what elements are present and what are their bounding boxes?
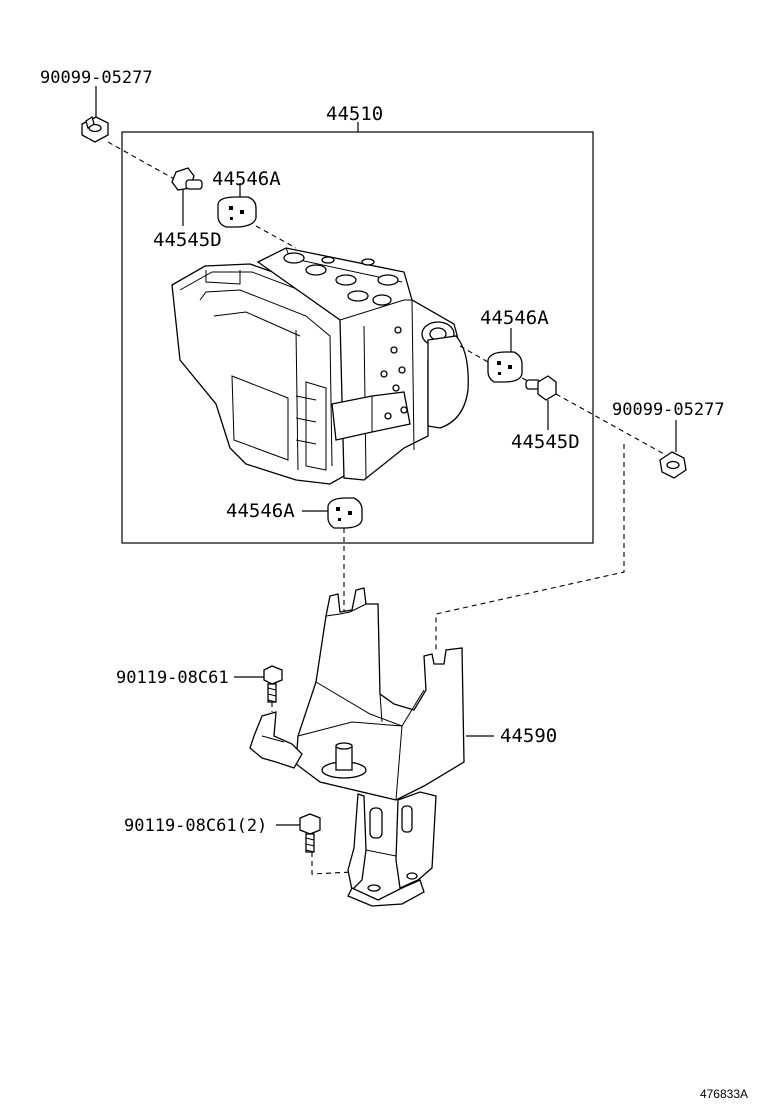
label-bolt-top-left: 90099-05277	[40, 68, 153, 88]
bracket-bolt-2[interactable]	[276, 813, 321, 853]
label-assembly: 44510	[326, 103, 383, 125]
bracket[interactable]	[249, 587, 465, 907]
label-bolt-right: 90099-05277	[612, 400, 725, 420]
label-bracket-bolt-2: 90119-08C61(2)	[124, 816, 267, 836]
stud-top[interactable]	[171, 167, 203, 226]
bushing-right[interactable]	[487, 328, 523, 383]
label-stud-right: 44545D	[511, 431, 580, 453]
label-stud-top: 44545D	[153, 229, 222, 251]
bolt-top-left[interactable]	[81, 86, 109, 143]
bolt-right[interactable]	[659, 420, 687, 479]
dash-bolt-to-stud	[107, 141, 177, 181]
dash-bolt-2-route	[311, 852, 353, 875]
diagram-code: 476833A	[700, 1087, 748, 1101]
dash-stud-to-bolt-right	[555, 393, 665, 455]
label-bracket: 44590	[500, 725, 557, 747]
label-bushing-right: 44546A	[480, 307, 549, 329]
dash-bushing-top	[255, 225, 297, 249]
stud-right[interactable]	[525, 375, 557, 430]
label-bushing-top: 44546A	[212, 168, 281, 190]
dash-route-right	[435, 444, 625, 650]
abs-actuator[interactable]	[171, 247, 469, 485]
bracket-bolt-1[interactable]	[234, 665, 283, 703]
label-bushing-bottom: 44546A	[226, 500, 295, 522]
label-bracket-bolt-1: 90119-08C61	[116, 668, 229, 688]
bushing-top[interactable]	[217, 183, 257, 228]
bushing-bottom[interactable]	[302, 497, 363, 529]
